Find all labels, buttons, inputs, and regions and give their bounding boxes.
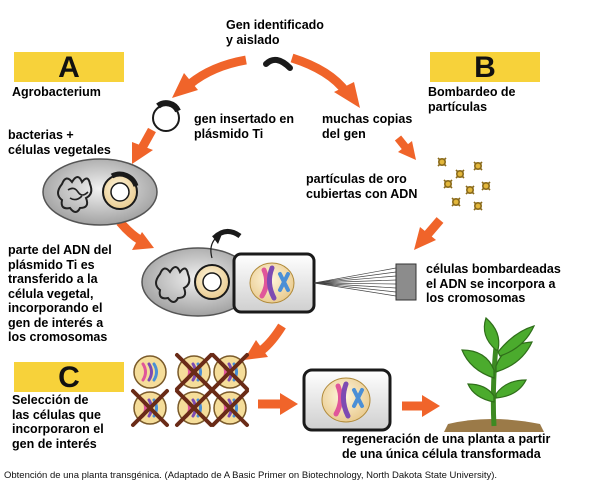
arrow-to-agrobacterium — [172, 55, 247, 98]
selection-cell — [211, 389, 249, 427]
arrow-cells-to-transfer — [116, 219, 154, 250]
arrow-gold-to-bombard — [414, 217, 444, 250]
arrow-to-single-cell — [258, 393, 298, 415]
badge-b: B — [430, 52, 540, 83]
rejected-cross — [175, 353, 213, 391]
transfer-cell — [141, 229, 255, 317]
title-gene-isolated: Gen identificado y aislado — [226, 18, 324, 47]
selection-cell — [175, 353, 213, 391]
single-transformed-cell — [302, 368, 392, 432]
selection-cell — [211, 353, 249, 391]
label-gold-particles: partículas de oro cubiertas con ADN — [306, 172, 418, 201]
selection-cell — [175, 389, 213, 427]
selection-cell — [133, 355, 167, 389]
rejected-cross — [211, 389, 249, 427]
label-dna-transfer: parte del ADN del plásmido Ti es transfe… — [8, 243, 112, 344]
rejected-cross — [131, 389, 169, 427]
badge-c: C — [14, 362, 124, 393]
rejected-cross — [175, 389, 213, 427]
arrow-to-selection — [244, 323, 286, 360]
arrow-to-bombardment — [290, 53, 360, 108]
arrow-to-plant — [402, 395, 440, 417]
label-gene-copies: muchas copias del gen — [322, 112, 413, 141]
label-agrobacterium: Agrobacterium — [12, 85, 101, 99]
gene-gun — [313, 263, 417, 301]
badge-a: A — [14, 52, 124, 83]
label-bombardment: Bombardeo de partículas — [428, 85, 516, 114]
rejected-cross — [211, 353, 249, 391]
regenerated-plant — [444, 316, 544, 432]
label-plant-regeneration: regeneración de una planta a partir de u… — [342, 432, 551, 461]
arrow-plasmid-to-cells — [132, 127, 156, 164]
isolated-gene — [263, 56, 293, 71]
label-bacteria-cells: bacterias + células vegetales — [8, 128, 111, 157]
label-bombarded-cells: células bombardeadas el ADN se incorpora… — [426, 262, 561, 305]
ti-plasmid — [152, 100, 181, 132]
transformed-nucleus — [232, 252, 316, 314]
label-cell-selection: Selección de las células que incorporaro… — [12, 393, 104, 451]
cell-selection-grid — [131, 353, 249, 427]
label-gene-inserted: gen insertado en plásmido Ti — [194, 112, 295, 141]
arrow-copies-to-gold — [394, 135, 416, 160]
figure-caption: Obtención de una planta transgénica. (Ad… — [4, 470, 498, 481]
selection-cell — [131, 389, 169, 427]
gold-particles — [437, 157, 491, 211]
bacteria-and-plant-cell — [42, 158, 158, 226]
